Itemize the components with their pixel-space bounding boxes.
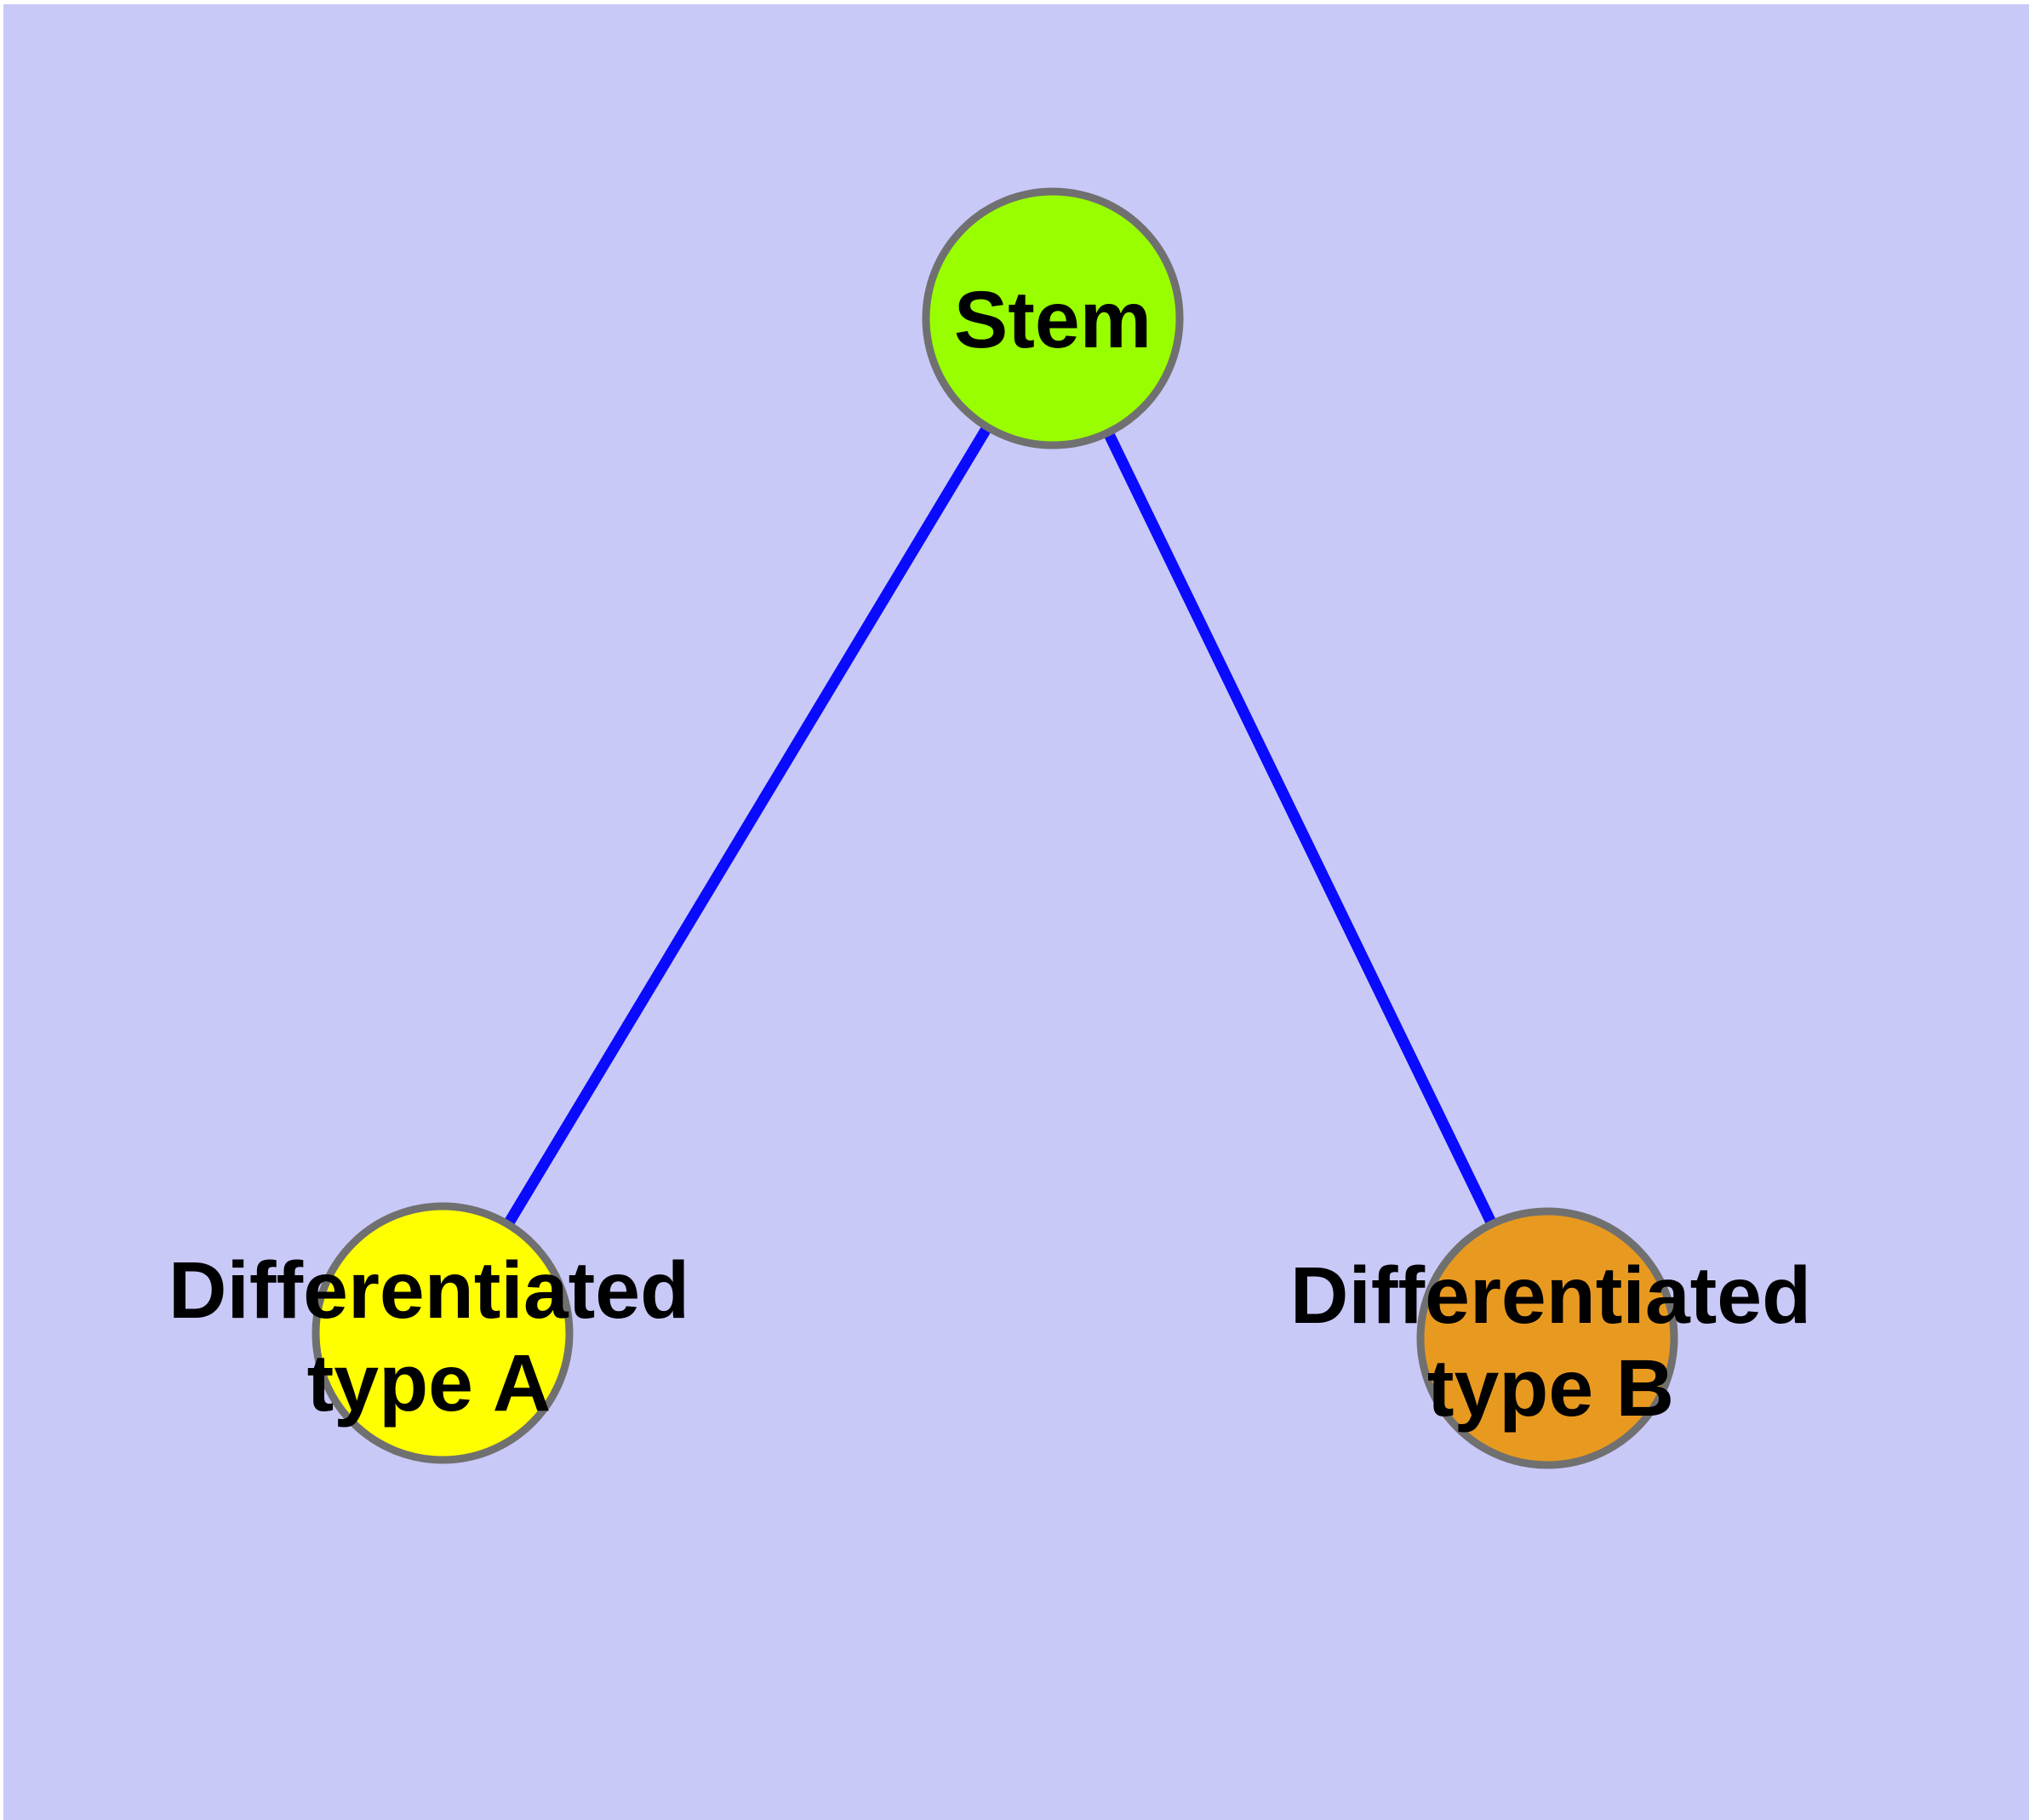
edge-stem-to-type-b <box>1048 316 1552 1341</box>
node-stem-label: Stem <box>954 275 1152 365</box>
node-type-a-label-line2: type A <box>307 1338 552 1428</box>
node-type-a-label-line1: Differentiated <box>169 1245 689 1336</box>
node-stem <box>922 187 1184 449</box>
node-type-b-label-line1: Differentiated <box>1290 1251 1811 1341</box>
edge-stem-to-type-a <box>437 315 1058 1336</box>
node-type-b-label-line2: type B <box>1427 1343 1674 1434</box>
node-type-b <box>1416 1207 1678 1469</box>
node-type-a <box>311 1202 574 1464</box>
